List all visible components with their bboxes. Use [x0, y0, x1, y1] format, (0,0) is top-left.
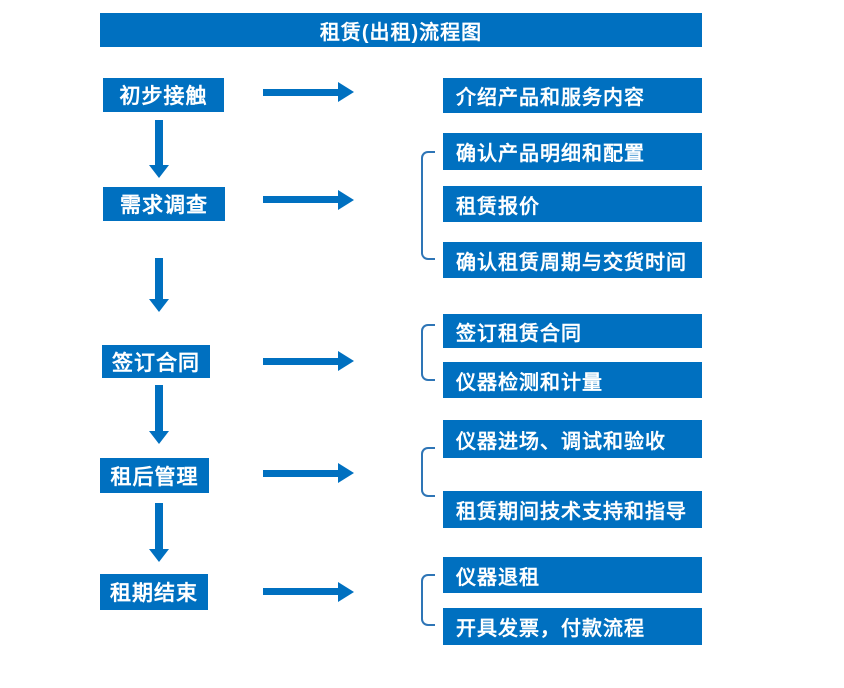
- arrow-shaft: [263, 470, 338, 477]
- arrow-shaft: [155, 120, 163, 165]
- arrow-shaft: [155, 503, 163, 549]
- arrow-head: [149, 431, 169, 444]
- arrow-shaft: [263, 358, 338, 365]
- arrow-head: [149, 165, 169, 178]
- group-bracket: [421, 324, 435, 381]
- step-box-post-rental-management: 租后管理: [100, 458, 209, 493]
- output-box-confirm-product-details: 确认产品明细和配置: [443, 133, 702, 170]
- output-box-invoice-payment: 开具发票，付款流程: [443, 608, 702, 645]
- arrow-head: [149, 299, 169, 312]
- arrow-shaft: [155, 258, 163, 299]
- arrow-head: [338, 582, 354, 602]
- arrow-shaft: [155, 385, 163, 431]
- group-bracket: [421, 447, 435, 497]
- output-box-instrument-inspection: 仪器检测和计量: [443, 362, 702, 398]
- flowchart-title: 租赁(出租)流程图: [100, 13, 702, 47]
- arrow-head: [338, 351, 354, 371]
- output-box-introduce-products: 介绍产品和服务内容: [443, 78, 702, 113]
- output-box-instrument-return: 仪器退租: [443, 557, 702, 593]
- output-box-confirm-rental-period: 确认租赁周期与交货时间: [443, 242, 702, 278]
- output-box-technical-support: 租赁期间技术支持和指导: [443, 491, 702, 528]
- step-box-rental-end: 租期结束: [100, 574, 208, 610]
- arrow-head: [338, 82, 354, 102]
- arrow-head: [149, 549, 169, 562]
- step-box-demand-survey: 需求调查: [103, 187, 225, 221]
- group-bracket: [421, 151, 435, 260]
- group-bracket: [421, 574, 435, 626]
- arrow-shaft: [263, 89, 338, 96]
- arrow-head: [338, 190, 354, 210]
- step-box-sign-contract: 签订合同: [102, 345, 210, 378]
- arrow-head: [338, 463, 354, 483]
- arrow-shaft: [263, 196, 338, 203]
- step-box-initial-contact: 初步接触: [103, 78, 224, 112]
- arrow-shaft: [263, 588, 338, 595]
- output-box-instrument-setup: 仪器进场、调试和验收: [443, 420, 702, 458]
- output-box-rental-quotation: 租赁报价: [443, 186, 702, 222]
- output-box-sign-rental-contract: 签订租赁合同: [443, 314, 702, 348]
